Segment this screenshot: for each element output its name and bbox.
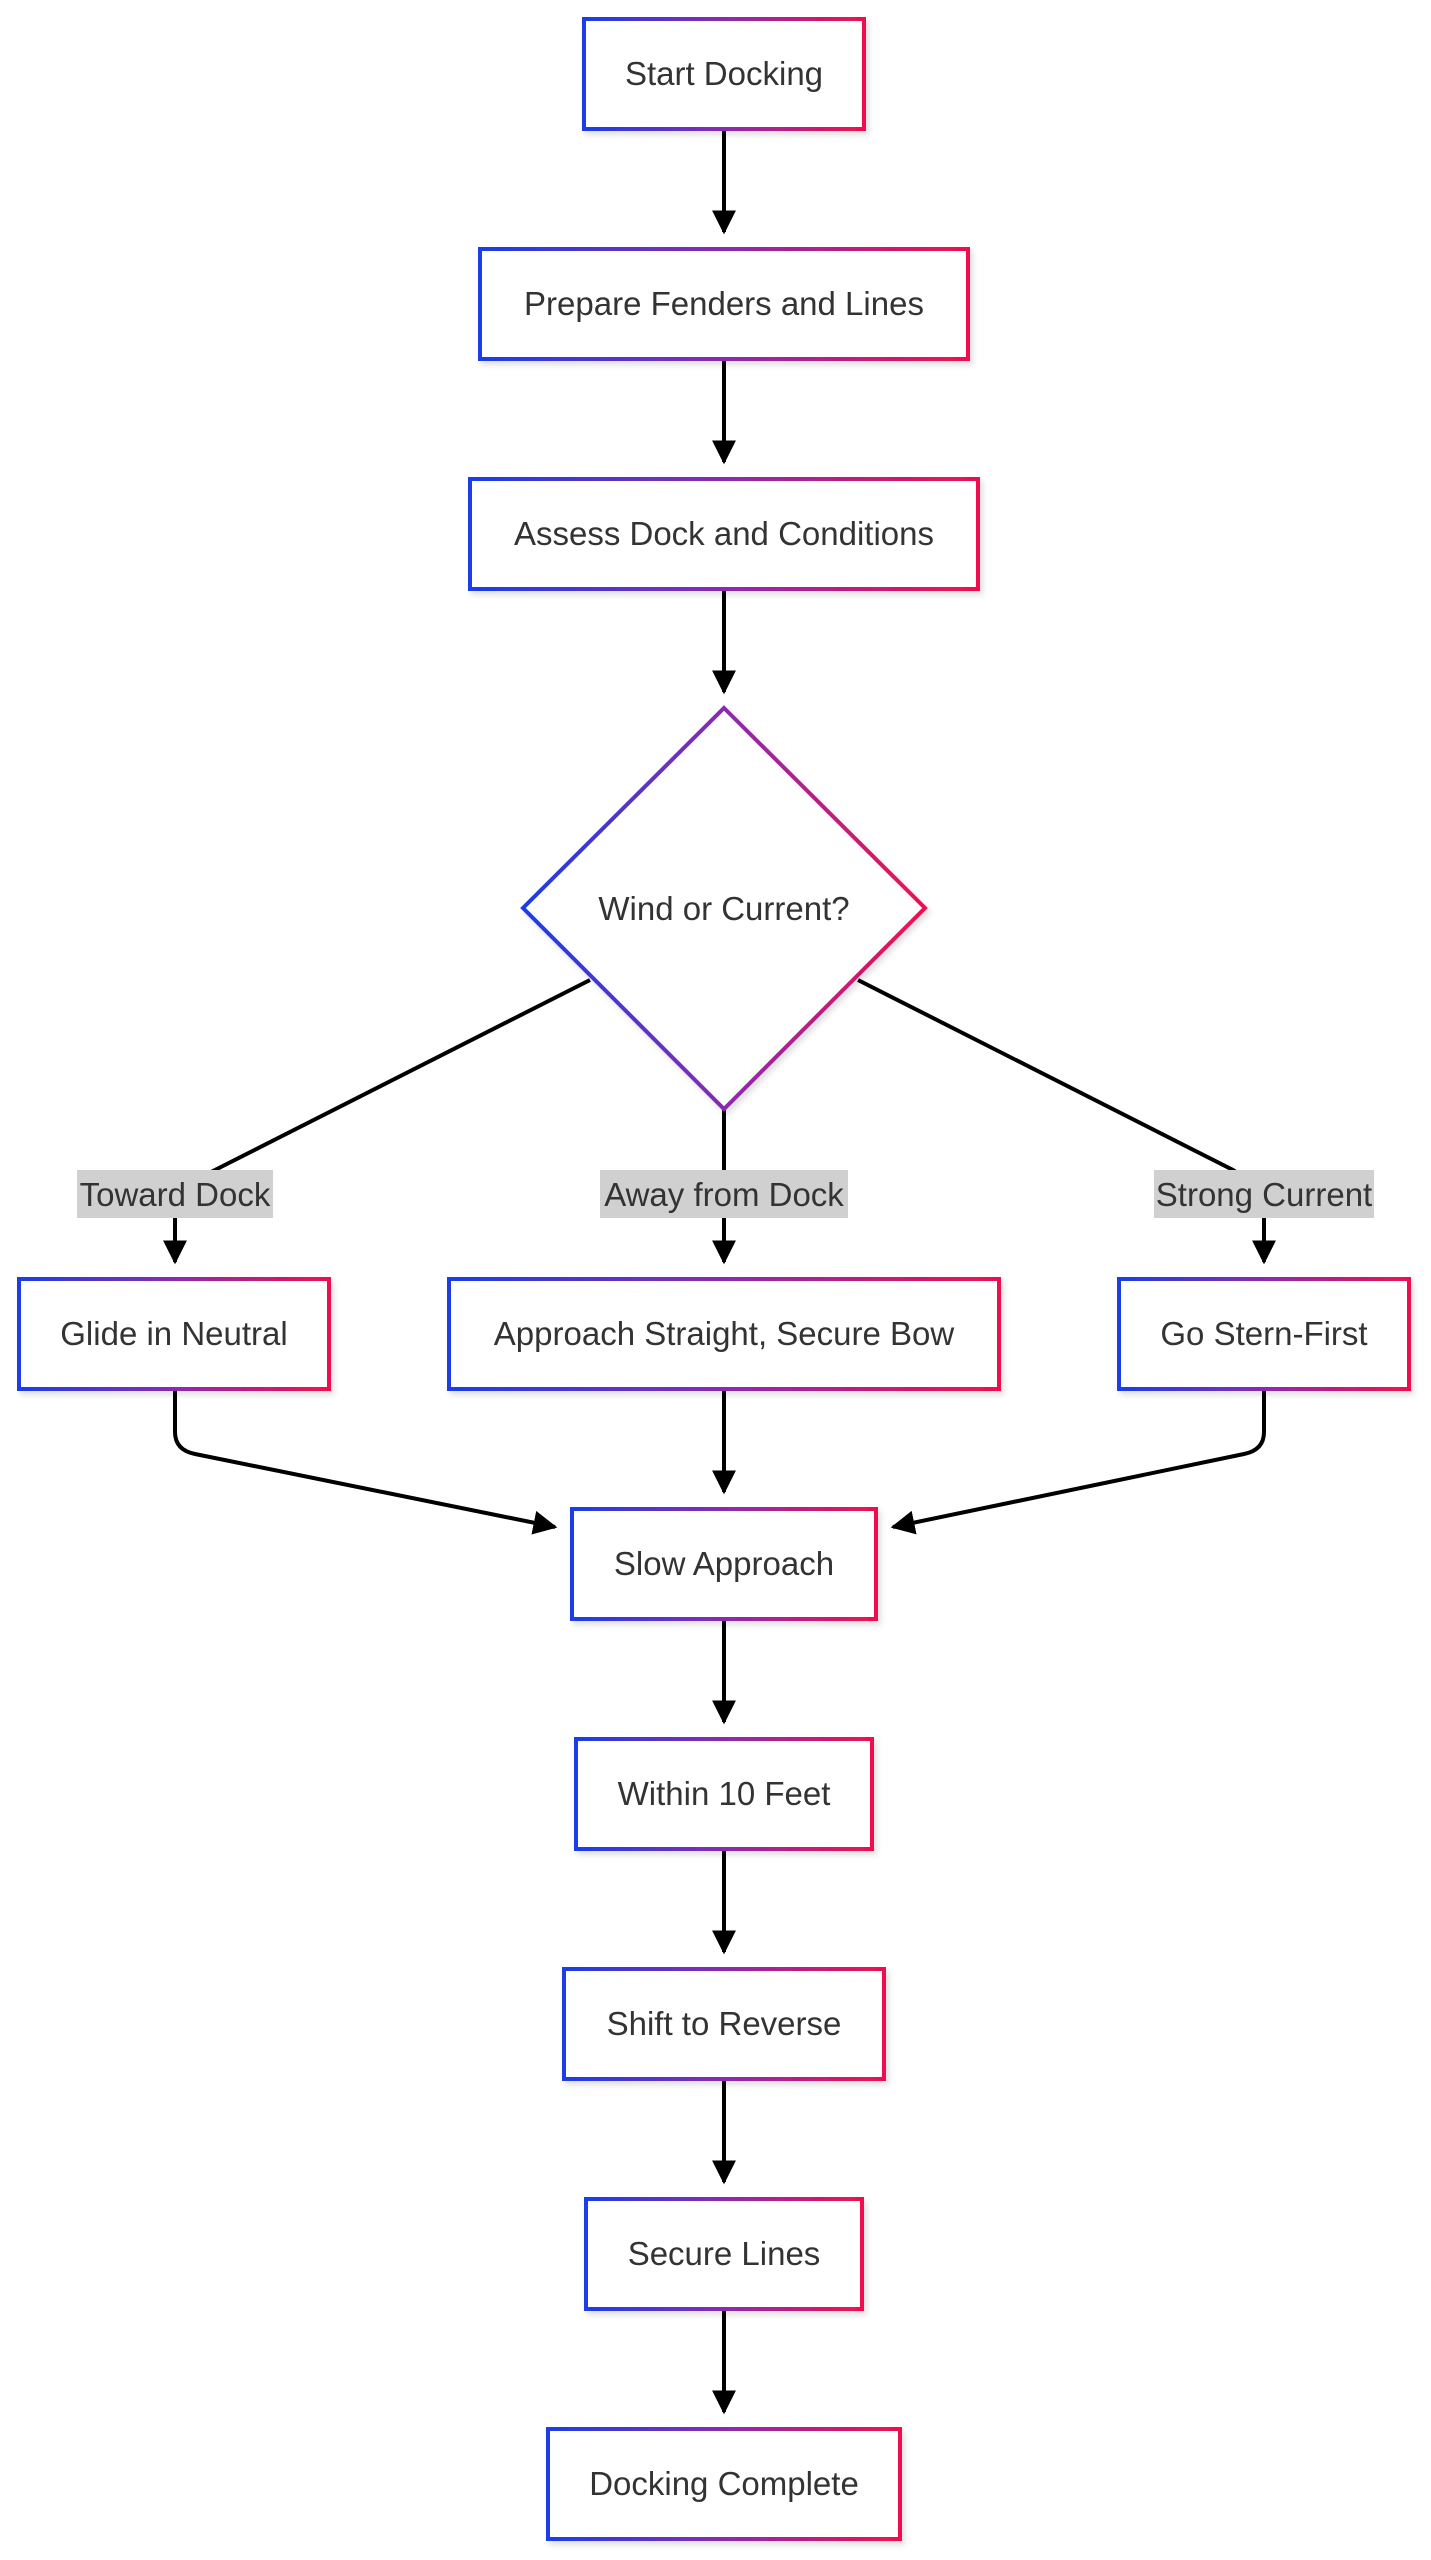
node-within: Within 10 Feet [574,1737,874,1851]
node-slow-label: Slow Approach [614,1545,834,1582]
node-complete-label: Docking Complete [589,2465,859,2502]
node-slow: Slow Approach [570,1507,878,1621]
node-secure: Secure Lines [584,2197,864,2311]
edge-label-away: Away from Dock [600,1170,848,1218]
node-decision: Wind or Current? [520,705,928,1112]
node-reverse: Shift to Reverse [562,1967,886,2081]
node-start-label: Start Docking [625,55,823,92]
node-complete: Docking Complete [546,2427,902,2541]
node-prepare: Prepare Fenders and Lines [478,247,970,361]
node-reverse-label: Shift to Reverse [607,2005,842,2042]
edge-label-strong: Strong Current [1154,1170,1374,1218]
node-stern: Go Stern-First [1117,1277,1411,1391]
node-decision-label: Wind or Current? [598,890,849,927]
node-approach-straight: Approach Straight, Secure Bow [447,1277,1001,1391]
node-approach-straight-label: Approach Straight, Secure Bow [494,1315,955,1352]
edge-label-toward: Toward Dock [77,1170,273,1218]
node-glide: Glide in Neutral [17,1277,331,1391]
node-within-label: Within 10 Feet [618,1775,831,1812]
node-glide-label: Glide in Neutral [60,1315,287,1352]
edge-decision-glide [163,978,591,1265]
node-start: Start Docking [582,17,866,131]
node-assess: Assess Dock and Conditions [468,477,980,591]
edge-label-toward-text: Toward Dock [80,1176,271,1213]
edge-label-strong-text: Strong Current [1156,1176,1372,1213]
node-stern-label: Go Stern-First [1160,1315,1367,1352]
edge-glide-slow [173,1390,558,1535]
node-prepare-label: Prepare Fenders and Lines [524,285,924,322]
edge-label-away-text: Away from Dock [604,1176,844,1213]
node-assess-label: Assess Dock and Conditions [514,515,934,552]
node-secure-label: Secure Lines [628,2235,821,2272]
edge-stern-slow [890,1390,1266,1535]
edge-decision-stern [857,978,1276,1265]
